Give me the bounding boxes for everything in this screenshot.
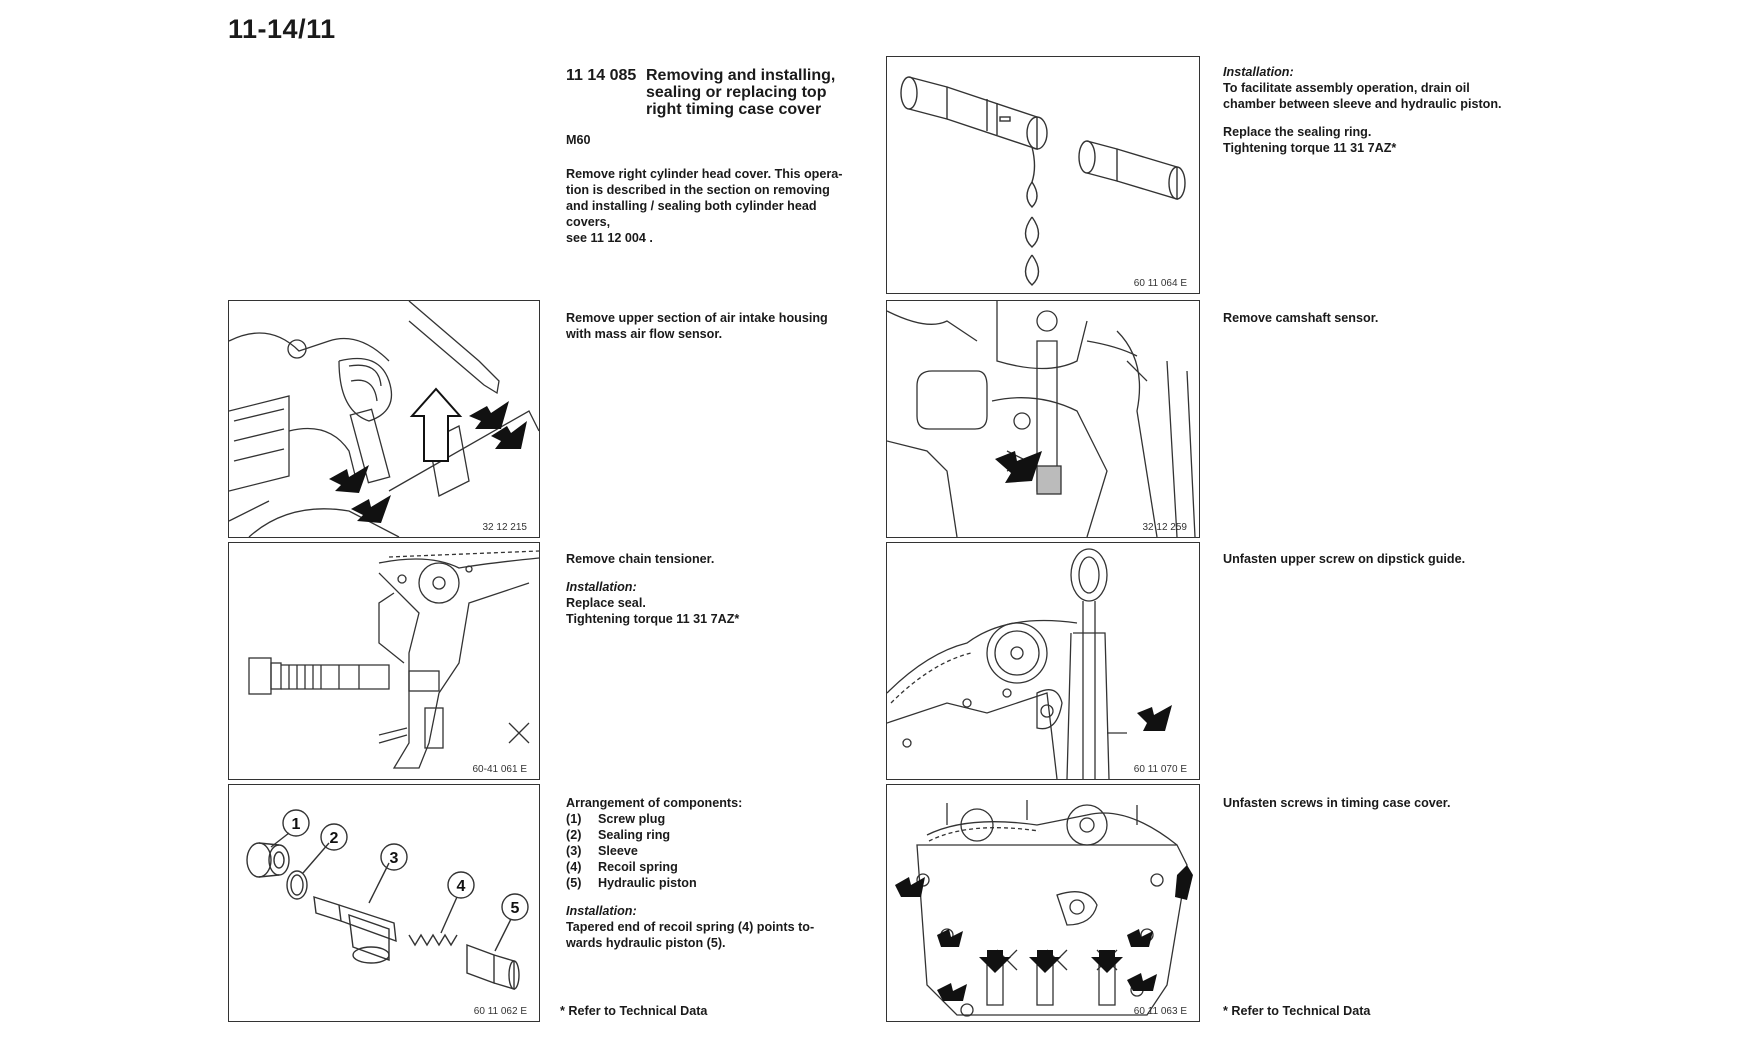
intro-text: Remove right cylinder head cover. This o… xyxy=(566,166,842,246)
title-line-3: right timing case cover xyxy=(646,101,822,118)
figure-dipstick: 60 11 070 E xyxy=(886,542,1200,780)
section-title: 11 14 085 Removing and installing, sealin… xyxy=(566,67,835,118)
arrangement-install-2: wards hydraulic piston (5). xyxy=(566,936,726,950)
page-number: 11-14/11 xyxy=(228,14,336,44)
list-item: (5)Hydraulic piston xyxy=(566,876,697,890)
intro-line-2: tion is described in the section on remo… xyxy=(566,183,830,197)
figure-code-3: 60 11 062 E xyxy=(473,1006,527,1017)
figure-code-1: 32 12 215 xyxy=(482,522,528,533)
camshaft-sensor-illustration xyxy=(887,301,1196,537)
chain-tensioner-illustration xyxy=(248,550,539,769)
callout-3: 3 xyxy=(390,850,399,867)
air-intake-line-2: with mass air flow sensor. xyxy=(566,327,723,341)
oil-drain-line-2: chamber between sleeve and hydraulic pis… xyxy=(1223,97,1502,111)
chain-tensioner-install-label: Installation: xyxy=(566,580,637,594)
arrangement-heading: Arrangement of components: xyxy=(566,796,743,810)
intro-line-5: see 11 12 004 . xyxy=(566,231,653,245)
list-item: (4)Recoil spring xyxy=(566,860,678,874)
callout-2: 2 xyxy=(330,830,339,847)
arrangement-install-1: Tapered end of recoil spring (4) points … xyxy=(566,920,815,934)
footnote-right: * Refer to Technical Data xyxy=(1223,1004,1371,1018)
oil-drain-line-3: Replace the sealing ring. xyxy=(1223,125,1372,139)
footnote-left: * Refer to Technical Data xyxy=(560,1004,708,1018)
figure-timing-cover: 60 11 063 E xyxy=(886,784,1200,1022)
callout-5: 5 xyxy=(511,900,520,917)
figure-code-7: 60 11 063 E xyxy=(1133,1006,1187,1017)
chain-tensioner-line: Remove chain tensioner. xyxy=(566,552,715,566)
figure-code-2: 60-41 061 E xyxy=(472,764,528,775)
oil-drain-line-4: Tightening torque 11 31 7AZ* xyxy=(1223,141,1397,155)
list-item: (2)Sealing ring xyxy=(566,828,671,842)
chain-tensioner-install-2: Tightening torque 11 31 7AZ* xyxy=(566,612,740,626)
figure-chain-tensioner: 60-41 061 E xyxy=(228,542,540,780)
figure-air-intake: 32 12 215 xyxy=(228,300,540,538)
air-intake-text: Remove upper section of air intake housi… xyxy=(566,310,828,342)
section-number: 11 14 085 xyxy=(566,67,637,84)
callout-4: 4 xyxy=(457,878,466,895)
figure-camshaft-sensor: 32 12 259 xyxy=(886,300,1200,538)
components-illustration: 1 2 3 4 5 xyxy=(246,809,529,990)
figure-code-5: 32 12 259 xyxy=(1142,522,1188,533)
timing-cover-illustration xyxy=(895,800,1193,1017)
intro-line-3: and installing / sealing both cylinder h… xyxy=(566,199,817,213)
intro-line-1: Remove right cylinder head cover. This o… xyxy=(566,167,843,181)
figure-oil-drain: 60 11 064 E xyxy=(886,56,1200,294)
intro-line-4: covers, xyxy=(566,215,611,229)
title-line-1: Removing and installing, xyxy=(646,67,836,84)
chain-tensioner-install-1: Replace seal. xyxy=(566,596,646,610)
dipstick-illustration xyxy=(887,548,1172,779)
callout-1: 1 xyxy=(292,816,301,833)
chain-tensioner-text: Remove chain tensioner. Installation: Re… xyxy=(566,551,739,627)
oil-drain-illustration xyxy=(900,76,1186,286)
arrangement-install-label: Installation: xyxy=(566,904,637,918)
figure-components: 1 2 3 4 5 60 11 062 E xyxy=(228,784,540,1022)
model-label: M60 xyxy=(566,133,591,147)
air-intake-line-1: Remove upper section of air intake housi… xyxy=(566,311,828,325)
air-intake-illustration xyxy=(229,301,539,537)
oil-drain-line-1: To facilitate assembly operation, drain … xyxy=(1223,81,1470,95)
list-item: (3)Sleeve xyxy=(566,844,638,858)
arrangement-text: Arrangement of components: (1)Screw plug… xyxy=(566,795,814,951)
camshaft-sensor-text: Remove camshaft sensor. xyxy=(1223,311,1379,325)
list-item: (1)Screw plug xyxy=(566,812,666,826)
oil-drain-text: Installation: To facilitate assembly ope… xyxy=(1223,64,1502,156)
figure-code-6: 60 11 070 E xyxy=(1133,764,1187,775)
title-line-2: sealing or replacing top xyxy=(646,84,827,101)
dipstick-text: Unfasten upper screw on dipstick guide. xyxy=(1223,552,1466,566)
oil-drain-install-label: Installation: xyxy=(1223,65,1294,79)
figure-code-4: 60 11 064 E xyxy=(1133,278,1187,289)
timing-cover-text: Unfasten screws in timing case cover. xyxy=(1223,796,1451,810)
